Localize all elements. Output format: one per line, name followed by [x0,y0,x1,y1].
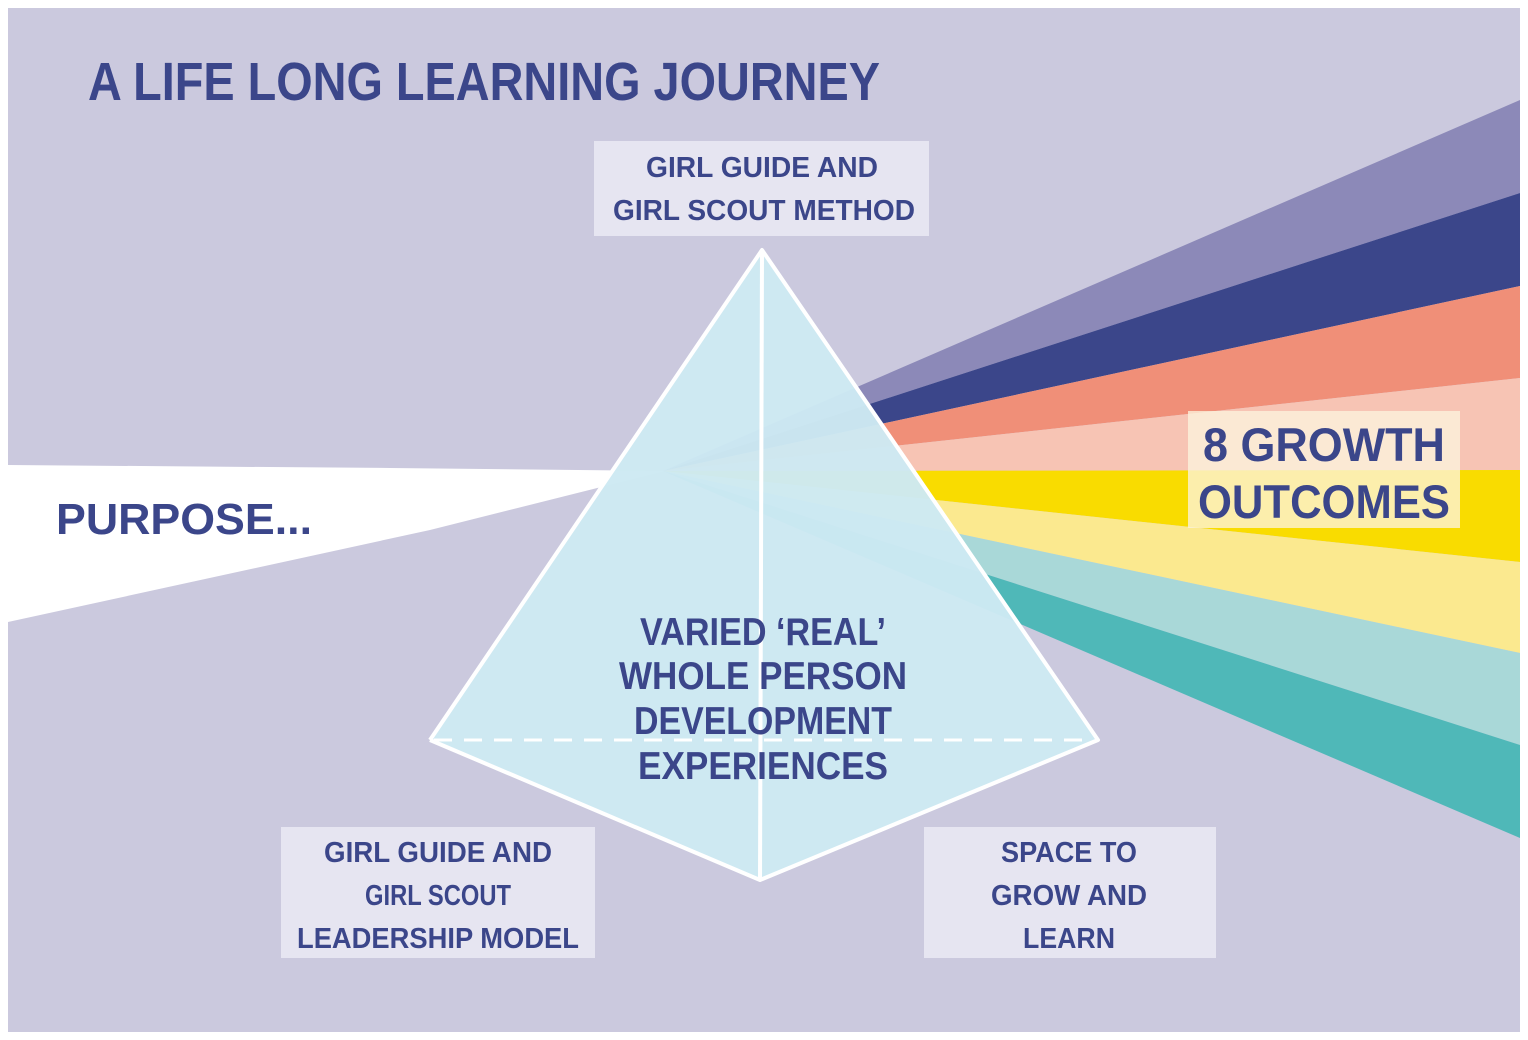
growth-ray-2 [663,193,1520,471]
prism-center-text: VARIED ‘REAL’ WHOLE PERSON DEVELOPMENT E… [619,611,907,788]
growth-outcomes-label: 8 GROWTH OUTCOMES [1188,411,1460,528]
method-label-line1: GIRL GUIDE AND [646,152,878,184]
growth-outcomes-label-box [1188,411,1460,528]
leadership-label-line1: GIRL GUIDE AND [324,837,552,869]
center-text-line1: VARIED ‘REAL’ [640,611,886,654]
space-label-line2: GROW AND [991,880,1147,912]
page-title: A LIFE LONG LEARNING JOURNEY [88,52,880,112]
leadership-model-label-box [281,827,595,958]
prism-center-edge [758,249,764,881]
center-text-line4: EXPERIENCES [638,745,888,788]
prism-body [430,250,1098,880]
growth-outcomes-line2: OUTCOMES [1198,475,1450,528]
input-beam-label: PURPOSE... [56,495,312,544]
prism-outline [428,248,1100,882]
space-to-grow-label-box [924,827,1216,958]
prism [428,248,1100,882]
leadership-label-line3: LEADERSHIP MODEL [297,923,579,955]
method-label-box [594,141,929,236]
space-label-line1: SPACE TO [1001,837,1137,869]
leadership-model-label: GIRL GUIDE AND GIRL SCOUT LEADERSHIP MOD… [281,827,595,958]
growth-outcomes-line1: 8 GROWTH [1203,418,1445,471]
method-label-line2: GIRL SCOUT METHOD [613,195,915,227]
space-label-line3: LEARN [1023,923,1115,955]
growth-ray-1 [663,100,1520,471]
leadership-label-line2: GIRL SCOUT [365,880,511,912]
space-to-grow-label: SPACE TO GROW AND LEARN [924,827,1216,958]
input-beam [8,465,665,622]
center-text-line2: WHOLE PERSON [619,655,907,698]
method-label: GIRL GUIDE AND GIRL SCOUT METHOD [594,141,929,236]
center-text-line3: DEVELOPMENT [634,700,892,743]
